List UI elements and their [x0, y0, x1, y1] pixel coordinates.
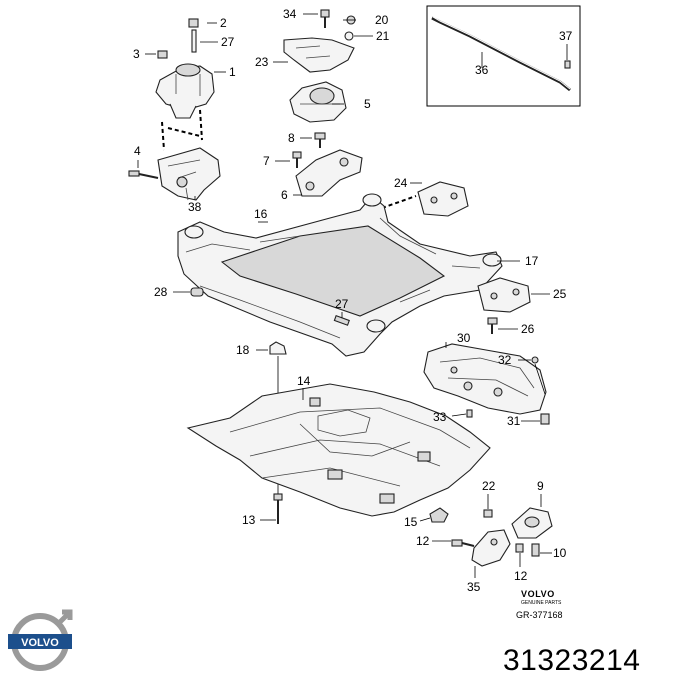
label-1: 1 [229, 65, 236, 79]
part-1-engine-mount [155, 63, 215, 119]
label-12-left: 12 [416, 534, 430, 548]
part-35-bracket [471, 529, 511, 567]
part-5-mount [289, 81, 347, 123]
label-8: 8 [288, 131, 295, 145]
label-5: 5 [364, 97, 371, 111]
label-12-right: 12 [514, 569, 528, 583]
part-number: 31323214 [503, 644, 641, 677]
label-17: 17 [525, 254, 539, 268]
part-12-left-shank [461, 542, 475, 547]
part-16-subframe [177, 193, 503, 357]
part-24-bracket [417, 181, 469, 217]
label-9: 9 [537, 479, 544, 493]
label-4: 4 [134, 144, 141, 158]
label-37: 37 [559, 29, 573, 43]
logo-text: VOLVO [21, 637, 59, 649]
part-4-bolt [128, 170, 140, 177]
label-6: 6 [281, 188, 288, 202]
label-33: 33 [433, 410, 447, 424]
part-34-bolt [320, 9, 330, 18]
label-18: 18 [236, 343, 250, 357]
part-36-strip [431, 16, 571, 92]
part-2-nut [188, 18, 199, 28]
label-23: 23 [255, 55, 269, 69]
reference-brand: VOLVO [521, 589, 555, 599]
label-26: 26 [521, 322, 535, 336]
volvo-logo: VOLVO [8, 609, 73, 671]
reference-subtitle: GENUINE PARTS [521, 600, 562, 606]
label-2: 2 [220, 16, 227, 30]
label-38: 38 [188, 200, 202, 214]
part-21-washer [344, 31, 354, 41]
part-18-bushing [269, 341, 287, 355]
label-25: 25 [553, 287, 567, 301]
part-37-clip [564, 60, 571, 69]
reference-code: GR-377168 [516, 610, 563, 620]
part-13-bolt [273, 493, 283, 501]
part-15-clip [429, 507, 449, 523]
part-31-bolt [540, 413, 550, 425]
label-28: 28 [154, 285, 168, 299]
part-25-bracket [477, 277, 531, 313]
label-27-top: 27 [221, 35, 235, 49]
part-33-clip [466, 409, 473, 418]
part-22-bolt [483, 509, 493, 518]
label-20: 20 [375, 13, 389, 27]
label-15: 15 [404, 515, 418, 529]
part-27-stud [333, 315, 350, 326]
part-6-bracket [295, 149, 363, 197]
part-26-bolt [487, 317, 498, 325]
part-3-bolt [157, 50, 168, 59]
label-24: 24 [394, 176, 408, 190]
label-36: 36 [475, 63, 489, 77]
label-10: 10 [553, 546, 567, 560]
part-4-shank [138, 173, 159, 179]
label-22: 22 [482, 479, 496, 493]
label-30: 30 [457, 331, 471, 345]
part-10-bolt [531, 543, 540, 557]
label-13: 13 [242, 513, 256, 527]
part-36-strip-inner [432, 16, 571, 90]
part-9-mount [511, 507, 553, 539]
part-7-bolt [292, 151, 302, 159]
label-7: 7 [263, 154, 270, 168]
part-12-bolt-left [451, 539, 463, 547]
part-23-bracket [283, 37, 355, 73]
label-31: 31 [507, 414, 521, 428]
label-16: 16 [254, 207, 268, 221]
label-3: 3 [133, 47, 140, 61]
part-12-bolt-right [515, 543, 524, 553]
part-27-stud-top [191, 29, 197, 53]
label-32: 32 [498, 353, 512, 367]
label-27-mid: 27 [335, 297, 349, 311]
label-14: 14 [297, 374, 311, 388]
part-32-nut [531, 356, 539, 364]
label-21: 21 [376, 29, 390, 43]
label-34: 34 [283, 7, 297, 21]
part-8-bolt [314, 132, 326, 140]
part-38-mount-bracket [157, 147, 221, 201]
part-30-shield [423, 343, 547, 415]
inset-box [426, 5, 581, 107]
part-14-underbody-plate [186, 383, 491, 517]
part-28-plug [190, 287, 204, 297]
label-35: 35 [467, 580, 481, 594]
